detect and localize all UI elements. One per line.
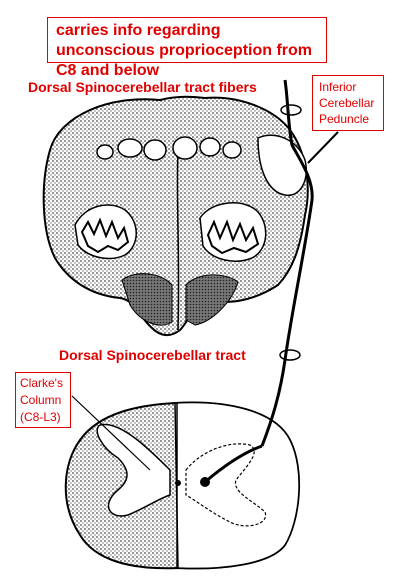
grey-matter-right — [185, 443, 267, 527]
dorsal-column-nuclei — [96, 136, 242, 161]
medulla-cross-section — [42, 95, 309, 336]
median-fissure — [176, 149, 180, 331]
inferior-olive-left — [74, 204, 137, 260]
tract-marker-upper — [280, 104, 302, 116]
icp-label-box: Inferior Cerebellar Peduncle — [312, 75, 384, 131]
title-box: carries info regarding unconscious propr… — [47, 17, 327, 79]
grey-matter-left — [96, 423, 171, 517]
tract-fibers-cord — [204, 444, 263, 484]
dsct-pathway — [204, 79, 339, 484]
dsct-label: Dorsal Spinocerebellar tract — [59, 347, 246, 363]
spinal-cord-right-half — [174, 401, 300, 570]
icp-pointer — [307, 131, 339, 164]
ascending-tract-line — [260, 79, 314, 447]
tract-marker-lower — [279, 349, 301, 361]
inferior-olive-right — [199, 202, 267, 262]
pyramid-left — [121, 273, 173, 326]
spinal-cord-cross-section — [64, 401, 300, 570]
dsct-fibers-label: Dorsal Spinocerebellar tract fibers — [28, 79, 257, 95]
clarke-pointer — [71, 395, 151, 471]
clarke-column-label-box: Clarke's Column (C8-L3) — [15, 372, 71, 428]
pyramid-right — [185, 274, 239, 326]
central-canal — [175, 480, 181, 486]
